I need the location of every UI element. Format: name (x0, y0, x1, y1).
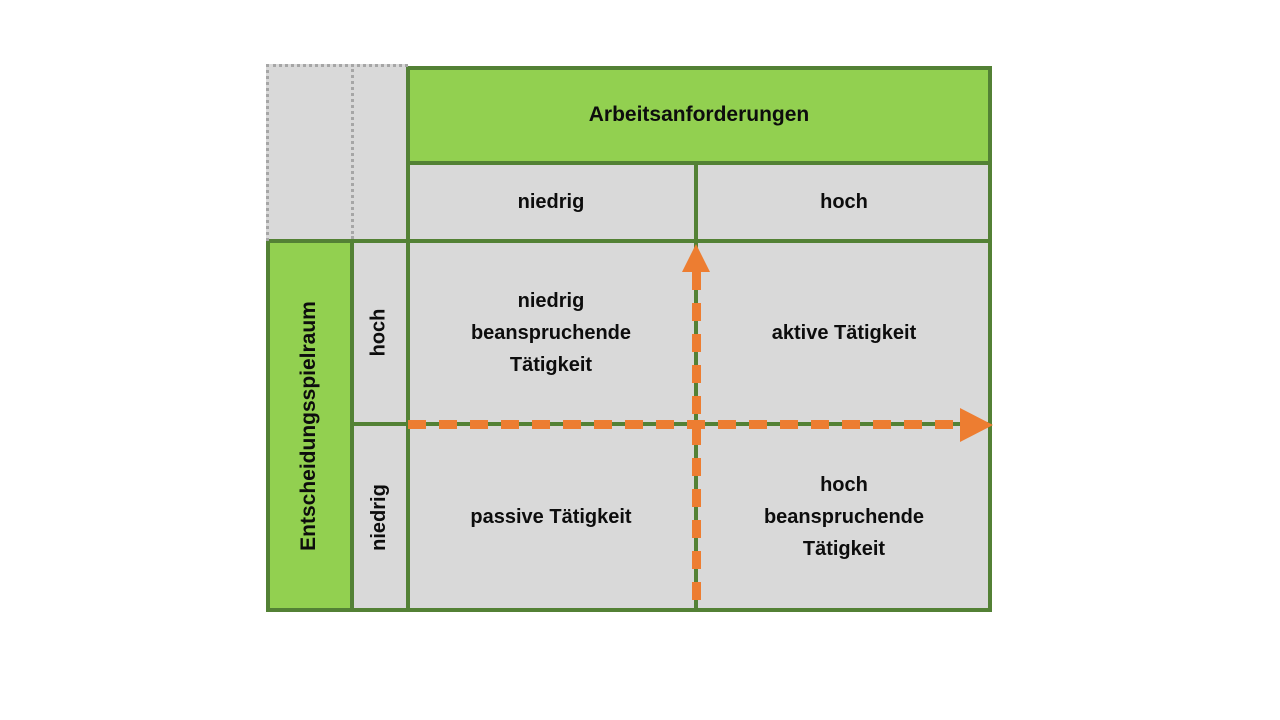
grid-border-bottom (266, 608, 992, 612)
grid-border-leftcol-divider (350, 241, 354, 612)
row-label-hoch-cell: hoch (352, 241, 406, 424)
corner-spacer-cell (266, 64, 406, 241)
column-label-hoch: hoch (820, 191, 868, 213)
left-axis-label: Entscheidungsspielraum (297, 300, 321, 551)
column-label-hoch-cell: hoch (696, 163, 992, 241)
grid-border-header-bottom (406, 161, 992, 165)
right-arrow-icon (960, 408, 993, 442)
top-axis-header-cell: Arbeitsanforderungen (406, 66, 992, 163)
job-demand-control-matrix: Arbeitsanforderungen niedrig hoch Entsch… (266, 64, 994, 612)
quadrant-top-right: aktive Tätigkeit (696, 241, 992, 424)
corner-dotted-left (266, 64, 269, 241)
corner-dotted-divider (351, 64, 354, 239)
left-axis-header-cell: Entscheidungsspielraum (266, 241, 352, 610)
horizontal-dashed-axis (408, 420, 960, 429)
top-axis-label: Arbeitsanforderungen (588, 102, 810, 126)
quadrant-top-left: niedrig beanspruchende Tätigkeit (406, 241, 696, 424)
column-label-niedrig-cell: niedrig (406, 163, 696, 241)
row-label-niedrig: niedrig (367, 483, 390, 551)
quadrant-top-left-label: niedrig beanspruchende Tätigkeit (470, 289, 632, 376)
quadrant-bottom-right-label: hoch beanspruchende Tätigkeit (763, 474, 925, 560)
row-label-hoch: hoch (367, 308, 390, 357)
grid-border-quadrants-left (406, 66, 410, 612)
up-arrow-icon (682, 244, 710, 272)
quadrant-bottom-left: passive Tätigkeit (406, 424, 696, 610)
grid-border-left (266, 241, 270, 612)
grid-border-labels-bottom (266, 239, 992, 243)
grid-border-right (988, 66, 992, 612)
quadrant-bottom-right: hoch beanspruchende Tätigkeit (696, 424, 992, 610)
quadrant-top-right-label: aktive Tätigkeit (771, 321, 917, 344)
grid-border-top (406, 66, 992, 70)
quadrant-bottom-left-label: passive Tätigkeit (470, 506, 632, 528)
corner-dotted-top (266, 64, 408, 67)
column-label-niedrig: niedrig (517, 191, 585, 213)
row-label-niedrig-cell: niedrig (352, 424, 406, 610)
vertical-dashed-axis (692, 272, 701, 612)
